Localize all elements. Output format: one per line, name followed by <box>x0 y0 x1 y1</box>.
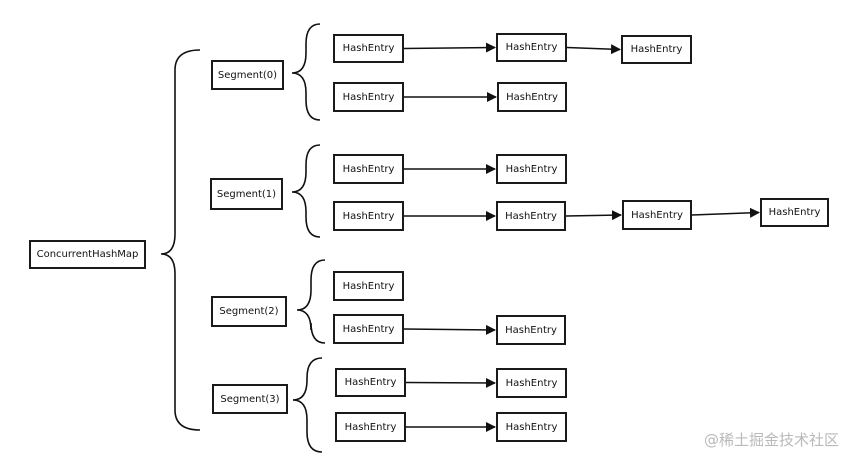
hash-entry-s0-r1-c1: HashEntry <box>497 82 567 112</box>
hash-entry-s3-r1-c1: HashEntry <box>496 412 567 442</box>
segment-1-brace <box>291 144 321 238</box>
segment-node-0: Segment(0) <box>211 60 284 90</box>
hash-entry-s3-r0-c0: HashEntry <box>335 368 406 397</box>
root-node-concurrenthashmap: ConcurrentHashMap <box>29 240 146 269</box>
segment-node-3: Segment(3) <box>212 384 288 414</box>
segment-node-2: Segment(2) <box>211 296 287 327</box>
segment-3-brace <box>292 357 323 453</box>
hash-entry-s0-r0-c1: HashEntry <box>496 33 567 62</box>
hash-entry-s3-r1-c0: HashEntry <box>335 412 406 442</box>
segment-node-1: Segment(1) <box>210 178 283 210</box>
arrow-s0-r0-c1 <box>403 42 496 53</box>
arrow-s1-r1-c3 <box>691 207 760 218</box>
hash-entry-s0-r1-c0: HashEntry <box>333 82 404 112</box>
hash-entry-s1-r1-c2: HashEntry <box>622 200 692 230</box>
hash-entry-s0-r0-c2: HashEntry <box>621 35 692 64</box>
hash-entry-s1-r0-c0: HashEntry <box>333 154 404 184</box>
hash-entry-s2-r0-c0: HashEntry <box>333 271 404 301</box>
hash-entry-s1-r1-c0: HashEntry <box>333 201 404 231</box>
arrow-s1-r1-c2 <box>565 210 622 221</box>
hash-entry-s2-r1-c1: HashEntry <box>496 315 566 345</box>
hash-entry-s1-r0-c1: HashEntry <box>496 154 567 184</box>
hash-entry-s2-r1-c0: HashEntry <box>333 314 404 344</box>
arrow-s3-r0-c1 <box>405 377 496 388</box>
arrow-s2-r1-c1 <box>403 324 496 335</box>
watermark-text: @稀土掘金技术社区 <box>703 431 839 449</box>
hash-entry-s0-r0-c0: HashEntry <box>333 34 404 63</box>
segment-2-brace <box>296 259 326 344</box>
hash-entry-s1-r1-c1: HashEntry <box>496 201 566 231</box>
arrow-s0-r0-c2 <box>566 44 621 55</box>
hash-entry-s1-r1-c3: HashEntry <box>760 198 829 227</box>
hash-entry-s3-r0-c1: HashEntry <box>496 368 567 398</box>
root-brace <box>160 49 201 431</box>
segment-0-brace <box>291 23 321 121</box>
